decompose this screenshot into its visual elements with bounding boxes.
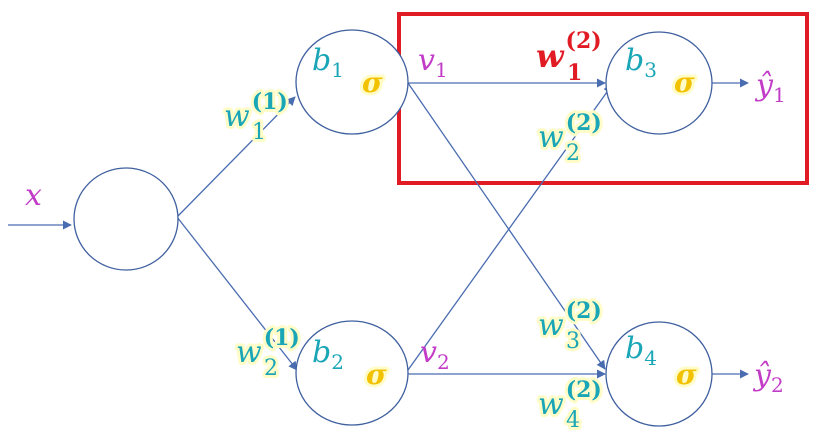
weight-w2-1: w(1)2 (236, 325, 300, 381)
output-node-2 (605, 321, 713, 427)
sigma-output-1: σ (674, 66, 695, 99)
weight-w1-2: w(2)1 (536, 28, 602, 86)
weight-w1-1: w(1)1 (224, 89, 288, 145)
sigma-output-2: σ (676, 358, 697, 391)
edge-w3-2 (407, 82, 606, 370)
weight-w4-2: w(2)4 (538, 377, 602, 433)
sigma-hidden-2: σ (366, 358, 387, 391)
bias-b2: b2 (312, 335, 344, 374)
output-y2: ŷ2 (752, 358, 784, 397)
weight-w2-2: w(2)2 (538, 110, 602, 166)
sigma-hidden-1: σ (362, 66, 383, 99)
edge-w2-2 (407, 84, 613, 371)
output-y1: ŷ1 (754, 68, 786, 107)
bias-b4: b4 (625, 331, 657, 370)
edge-w2-1 (176, 216, 298, 371)
output-node-1 (605, 31, 713, 135)
output-v1: v1 (418, 43, 448, 82)
bias-b1: b1 (312, 43, 344, 82)
bias-b3: b3 (625, 43, 657, 82)
edge-w1-1 (176, 96, 296, 218)
output-v2: v2 (420, 335, 450, 374)
input-label: x (25, 178, 42, 213)
hidden-node-2 (295, 320, 409, 426)
weight-w3-2: w(2)3 (538, 298, 602, 354)
hidden-node-1 (295, 29, 409, 135)
input-node (73, 167, 179, 271)
